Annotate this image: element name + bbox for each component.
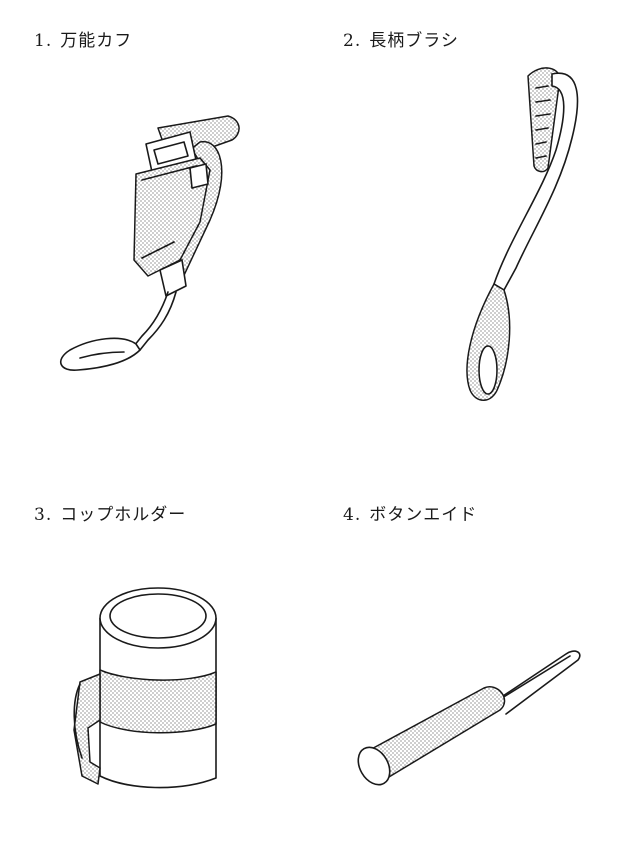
item-3-number: 3. — [34, 505, 53, 525]
item-1-caption: 1. 万能カフ — [34, 26, 132, 51]
item-2-label: 長柄ブラシ — [369, 31, 459, 51]
item-3-caption: 3. コップホルダー — [34, 500, 186, 525]
item-2-caption: 2. 長柄ブラシ — [343, 26, 459, 51]
universal-cuff-illustration — [59, 115, 240, 371]
button-aid-illustration — [357, 650, 581, 786]
item-1-label: 万能カフ — [60, 31, 133, 51]
item-4-caption: 4. ボタンエイド — [343, 500, 477, 525]
item-1-number: 1. — [34, 31, 53, 51]
item-4-label: ボタンエイド — [369, 505, 478, 525]
item-3-label: コップホルダー — [60, 505, 187, 525]
long-handle-brush-illustration — [466, 67, 579, 401]
item-2-number: 2. — [343, 31, 362, 51]
cup-holder-illustration — [73, 587, 217, 789]
item-4-number: 4. — [343, 505, 362, 525]
